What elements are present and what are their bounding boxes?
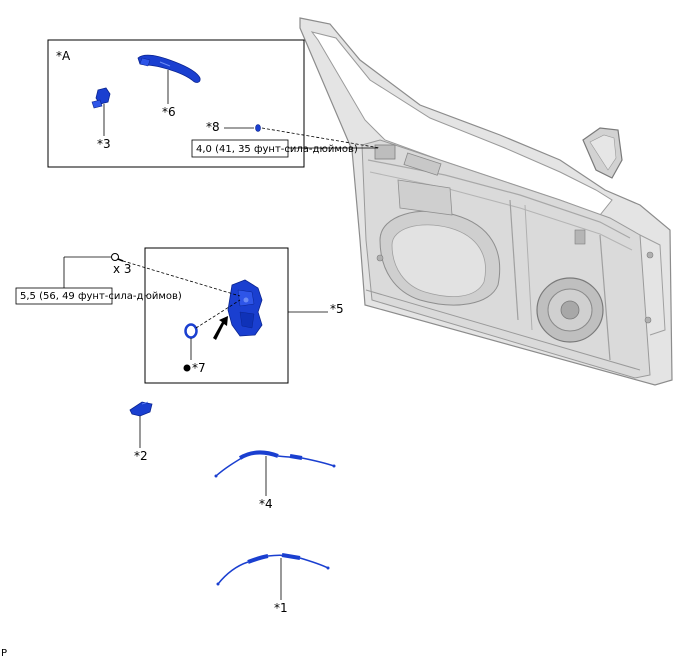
torque-box-1 [191, 139, 289, 158]
door-lock-box [144, 247, 289, 384]
view-a-label: *A [56, 49, 71, 63]
callout-3: *3 [97, 137, 111, 151]
torque-1-text: 4,0 (41, 35 фунт-сила-дюймов) [196, 144, 358, 155]
quantity-label: x 3 [113, 262, 132, 276]
bullet-dot [183, 364, 191, 372]
callout-8: *8 [206, 120, 220, 134]
view-a-box [47, 39, 305, 168]
cable-part-1 [216, 553, 330, 586]
lock-cylinder-part [91, 87, 111, 109]
door-lock-part [227, 279, 263, 337]
front-door-panel [299, 17, 673, 386]
cable-part-4 [214, 450, 336, 478]
callout-7: *7 [192, 361, 206, 375]
torque-box-2 [15, 287, 113, 305]
callout-4: *4 [259, 497, 273, 511]
screw-x3-part [111, 253, 124, 262]
torque-2-text: 5,5 (56, 49 фунт-сила-дюймов) [20, 291, 182, 302]
screw-8-part [255, 124, 261, 132]
outside-handle-part [137, 54, 201, 83]
callout-6: *6 [162, 105, 176, 119]
callout-1: *1 [274, 601, 288, 615]
insert-direction-arrow [213, 316, 228, 340]
corner-code: P [1, 648, 7, 658]
callout-5: *5 [330, 302, 344, 316]
grommet-7-part [184, 323, 198, 339]
callout-2: *2 [134, 449, 148, 463]
lock-rod-clip-part-2 [129, 401, 153, 417]
